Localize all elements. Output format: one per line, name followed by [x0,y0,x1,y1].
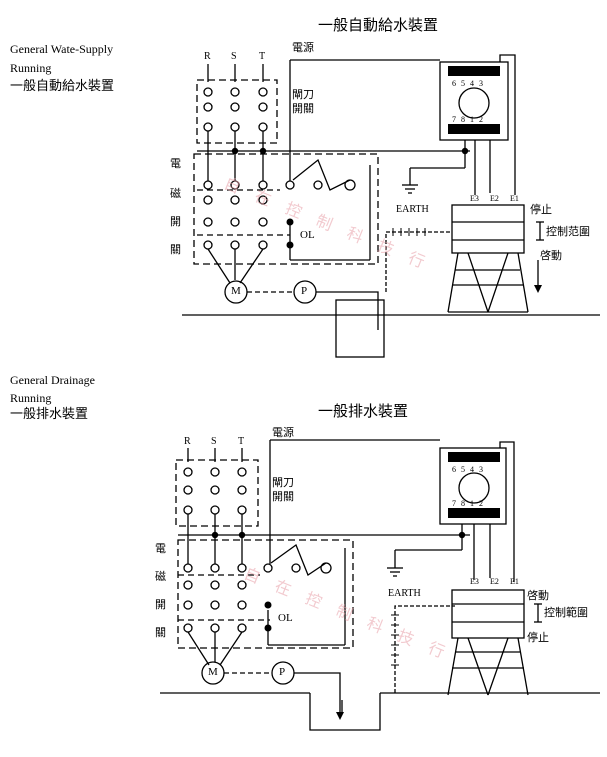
drain-contactor-char-1: 電 [155,542,166,555]
drain-phase-s: S [211,436,217,447]
supply-caption-running: Running [10,61,52,75]
drain-power-label: 電源 [272,426,294,439]
drain-title: 一般排水裝置 [318,402,409,420]
supply-pump-label: P [301,285,308,297]
drain-contactor-char-4: 關 [155,626,166,639]
supply-phase-s: S [231,51,237,62]
drain-terminals-top: 6543 [452,465,488,474]
supply-power-label: 電源 [292,41,314,54]
drain-contactor-char-2: 磁 [155,570,166,583]
drain-terminals-bottom: 7812 [452,499,488,508]
supply-electrode-e1: E1 [510,194,519,203]
drain-stop-label: 停止 [527,631,549,644]
supply-control-range-label: 控制范圍 [546,225,590,238]
drain-motor-label: M [208,666,218,678]
drain-start-label: 啓動 [527,589,549,602]
drain-electrode-e3: E3 [470,577,479,586]
drain-wiring-diagram [160,439,600,731]
drain-electrode-e2: E2 [490,577,499,586]
supply-contactor-char-3: 開 [170,215,181,228]
drain-control-range-label: 控制範圍 [544,606,588,619]
supply-contactor-char-4: 關 [170,243,181,256]
supply-earth-label: EARTH [396,204,429,215]
supply-contactor-char-1: 電 [170,157,181,170]
drain-electrode-e1: E1 [510,577,519,586]
drain-caption-zh: 一般排水裝置 [10,407,89,422]
supply-phase-t: T [259,51,266,62]
supply-contactor-char-2: 磁 [170,187,181,200]
drain-contactor-char-3: 開 [155,598,166,611]
supply-stop-label: 停止 [530,203,552,216]
supply-motor-label: M [231,285,241,297]
drain-pump-label: P [279,666,286,678]
supply-title: 一般自動給水裝置 [318,16,439,34]
supply-caption-en: General Wate-Supply [10,42,114,56]
drain-knife-switch-label: 閘刀 開關 [272,476,294,504]
supply-start-label: 啓動 [540,249,562,262]
drain-phase-r: R [184,436,191,447]
drain-caption-en: General Drainage [10,373,95,387]
supply-phase-r: R [204,51,211,62]
supply-terminals-top: 6543 [452,79,488,88]
drain-earth-label: EARTH [388,588,421,599]
drain-phase-t: T [238,436,245,447]
drain-caption-running: Running [10,391,52,405]
supply-knife-switch-label: 閘刀 開關 [292,88,314,116]
supply-electrode-e2: E2 [490,194,499,203]
supply-electrode-e3: E3 [470,194,479,203]
drain-ol-label: OL [278,612,293,624]
supply-terminals-bottom: 7812 [452,115,488,124]
supply-caption-zh: 一般自動給水裝置 [10,79,115,94]
supply-ol-label: OL [300,229,315,241]
